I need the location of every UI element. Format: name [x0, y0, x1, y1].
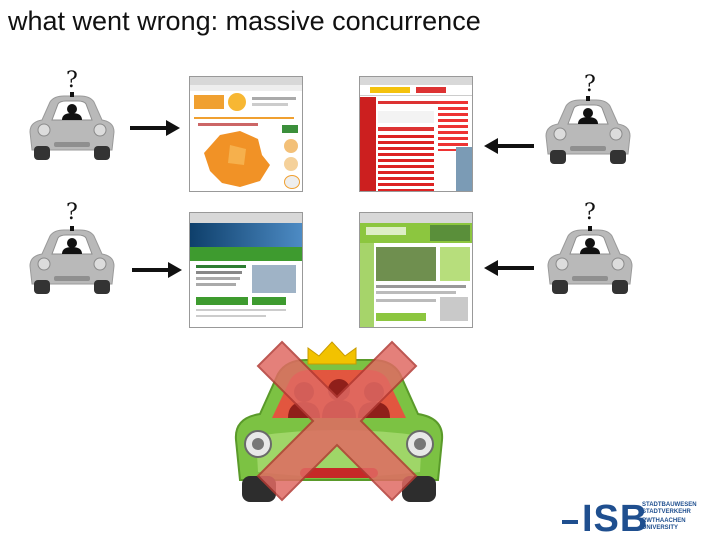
logo-isb-text: ISB [582, 498, 649, 540]
question-mark-top-right: ? [584, 72, 596, 97]
slide-title: what went wrong: massive concurrence [8, 6, 481, 36]
car-icon [547, 226, 633, 295]
question-mark-top-left: ? [66, 68, 78, 93]
logo-line-1: STADTBAUWESEN [642, 502, 697, 508]
crown-icon [307, 341, 357, 365]
isb-logo: ISB STADTBAUWESEN STADTVERKEHR RWTHAACHE… [562, 498, 718, 540]
arrow-right-icon [130, 120, 180, 136]
arrow-right-icon [132, 262, 182, 278]
car-icon [29, 226, 115, 295]
logo-line-3: RWTHAACHEN [642, 518, 686, 524]
logo-dash [562, 520, 578, 524]
website-screenshot [189, 212, 303, 328]
website-screenshot [189, 76, 303, 192]
arrow-left-icon [484, 260, 534, 276]
website-screenshot [359, 76, 473, 192]
logo-line-4: UNIVERSITY [642, 525, 679, 531]
question-mark-bottom-right: ? [584, 200, 596, 225]
arrow-left-icon [484, 138, 534, 154]
question-mark-bottom-left: ? [66, 200, 78, 225]
logo-line-2: STADTVERKEHR [642, 509, 691, 515]
car-icon [29, 92, 115, 161]
cross-icon [256, 340, 418, 502]
website-screenshot [359, 212, 473, 328]
car-icon [545, 96, 631, 165]
